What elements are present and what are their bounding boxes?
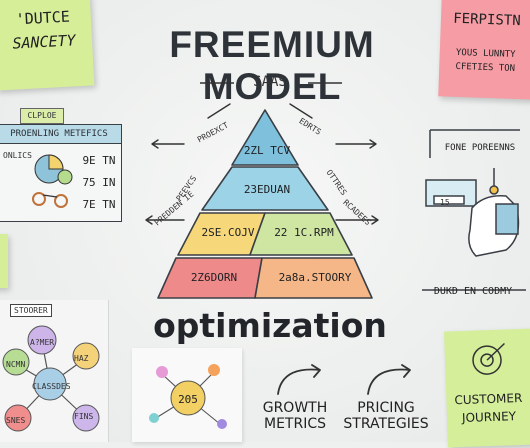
growth-arrow-icon bbox=[277, 364, 321, 395]
mind-map-node: A?MER bbox=[30, 338, 55, 347]
left-panel-tag: CLPLOE bbox=[20, 108, 64, 124]
page-subtitle: SAAS bbox=[253, 74, 287, 90]
metric-value: 75 IN bbox=[82, 176, 116, 189]
pyramid-tier-label: 2SE.COJV bbox=[201, 226, 255, 239]
growth-metrics-label: GROWTH METRICS bbox=[254, 400, 336, 432]
pyramid-tier-bottom-right bbox=[254, 257, 373, 299]
pricing-arrow-icon bbox=[367, 364, 411, 395]
right-panel-caption: DUKD EN CODMY bbox=[433, 286, 513, 297]
mind-map-node: CLASSDES bbox=[32, 382, 71, 391]
left-panel-metrics: PROENLING METEFICS ONLICS 9E TN 75 IN 7E… bbox=[0, 124, 122, 222]
section-title: optimization bbox=[153, 306, 387, 345]
customer-journey-line-2: JOURNEY bbox=[461, 409, 517, 426]
pyramid-tier-label: 23EDUAN bbox=[243, 183, 291, 196]
sticky-note-line-1: 'DUTCE bbox=[15, 7, 71, 29]
sticky-note-top-left: 'DUTCE SANCETY bbox=[0, 0, 95, 91]
pyramid-tier-second bbox=[201, 166, 329, 211]
customer-journey-line-1: CUSTOMER bbox=[454, 390, 523, 408]
left-panel-header: PROENLING METEFICS bbox=[0, 125, 121, 144]
pyramid-tier-top bbox=[231, 109, 299, 166]
mind-map-node: SNES bbox=[6, 416, 26, 425]
left-panel-side-label: ONLICS bbox=[3, 151, 32, 160]
pyramid-tier-label: 22 1C.RPM bbox=[274, 226, 334, 239]
pyramid-tier-third-right bbox=[249, 212, 353, 256]
sticky-note-top-right: FERPISTN YOUS LUNNTY CFETIES TON bbox=[438, 0, 530, 100]
pyramid-arrows bbox=[145, 103, 379, 225]
target-icon bbox=[472, 342, 505, 375]
pyramid-tier-label: 2ZL TCV bbox=[243, 144, 291, 157]
title-underline bbox=[200, 82, 342, 84]
sticky-note-left-edge bbox=[0, 234, 8, 288]
sticky-note-line-2: CFETIES TON bbox=[455, 61, 516, 74]
mind-map-node: HAZ bbox=[74, 354, 89, 363]
sticky-note-customer-journey: CUSTOMER JOURNEY bbox=[444, 328, 530, 448]
right-panel-header: FONE POREENNS bbox=[444, 143, 516, 153]
pyramid-tier-label: 2a8a.STOORY bbox=[278, 271, 352, 284]
label-line: METRICS bbox=[264, 416, 326, 432]
right-panel-frame bbox=[422, 129, 526, 291]
price-value: 15 bbox=[440, 198, 450, 207]
mind-map-node: FINS bbox=[74, 412, 94, 421]
metric-value: 7E TN bbox=[82, 198, 116, 211]
label-line: GROWTH bbox=[262, 400, 328, 416]
chart-doodle-icon bbox=[32, 154, 73, 208]
bottom-left-tag: STOORER bbox=[10, 304, 52, 317]
sticky-note-title: FERPISTN bbox=[452, 10, 521, 30]
label-line: STRATEGIES bbox=[343, 416, 429, 432]
metric-value: 9E TN bbox=[82, 154, 116, 167]
pricing-strategies-label: PRICING STRATEGIES bbox=[336, 400, 436, 432]
network-doodle-icon bbox=[149, 364, 227, 429]
bottom-left-card: STOORER A?MER NCMN HAZ CLASSDES SNES FIN… bbox=[0, 300, 109, 442]
mind-map-node: NCMN bbox=[6, 360, 26, 369]
bottom-center-card: 205 bbox=[132, 348, 242, 442]
label-line: PRICING bbox=[357, 400, 415, 416]
pyramid-diagram bbox=[157, 109, 373, 299]
pyramid-tier-label: 2Z6DORN bbox=[190, 271, 238, 284]
mind-map-diagram bbox=[2, 325, 100, 432]
sticky-note-line-2: SANCETY bbox=[11, 31, 77, 53]
bottom-center-value: 205 bbox=[178, 393, 198, 406]
page-title: FREEMIUM MODEL bbox=[169, 24, 375, 107]
